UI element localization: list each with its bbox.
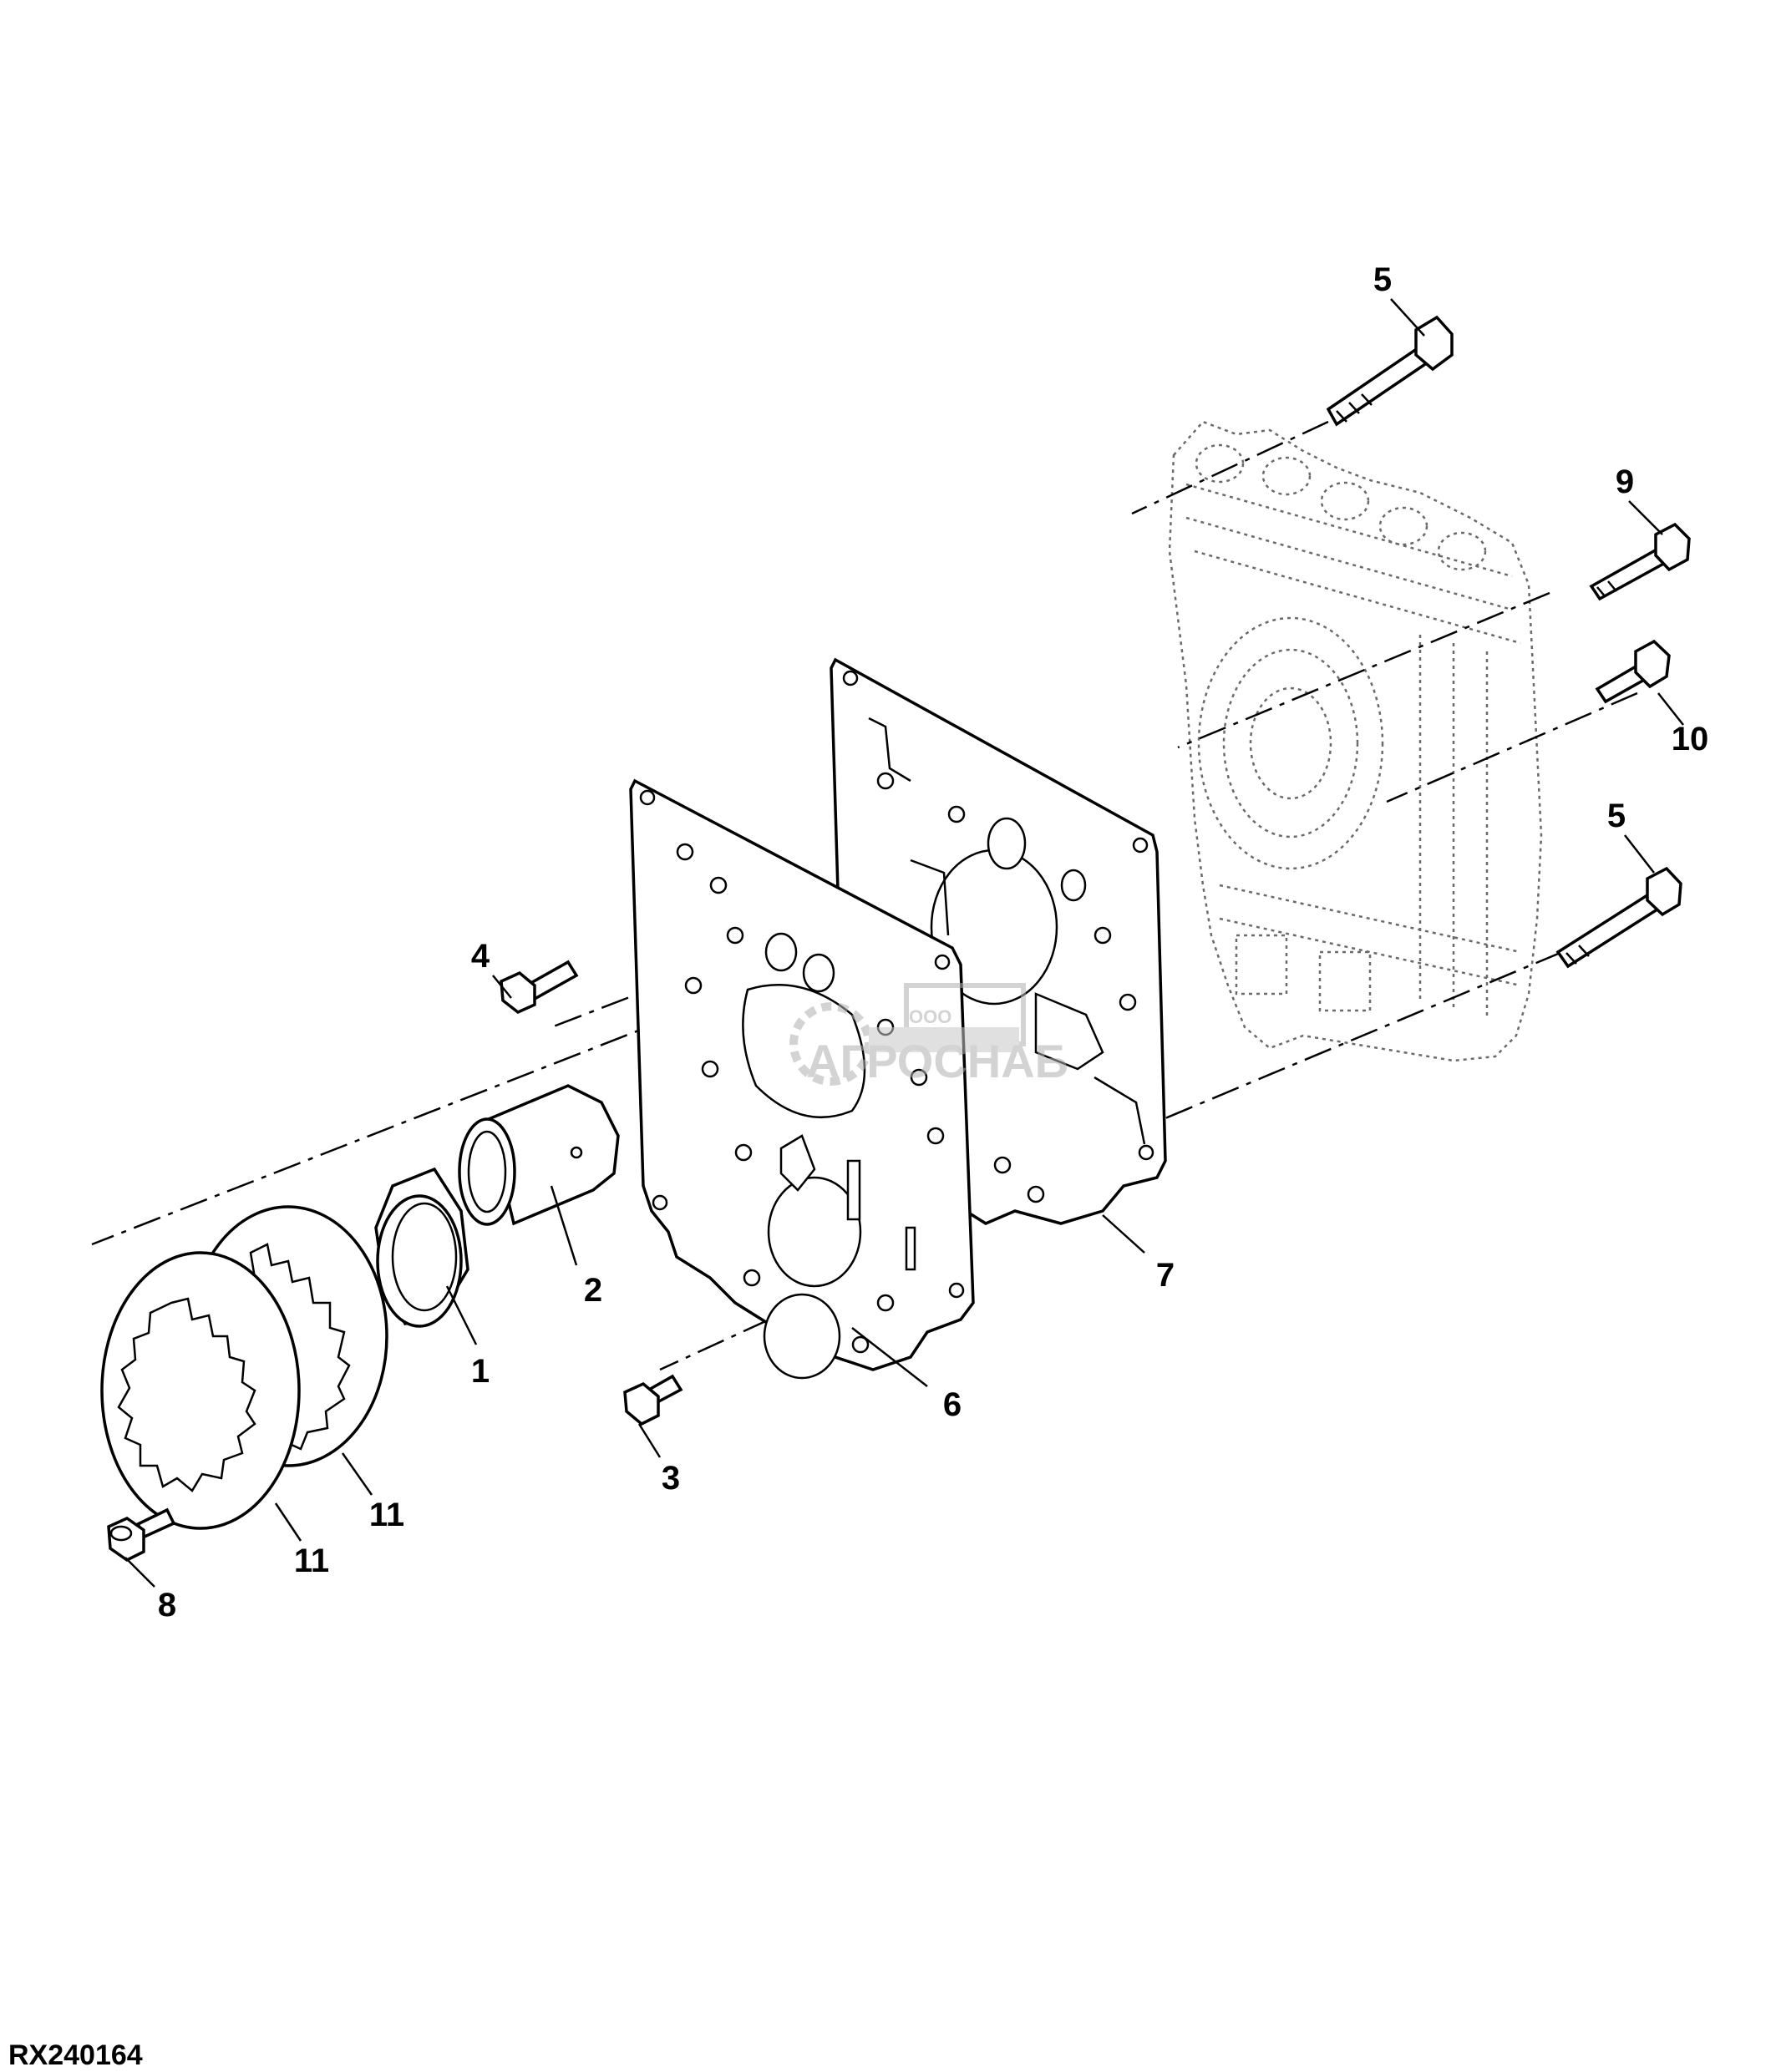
bolt-3: [623, 1374, 683, 1426]
bolt-10: [1595, 639, 1671, 704]
bolt-8: [1589, 522, 1691, 601]
callout-1: 1: [471, 1353, 490, 1390]
bolt-4: [500, 960, 579, 1015]
bolt-5-upper: [1326, 315, 1454, 427]
watermark-text: АГРОСНАБ: [806, 1035, 1068, 1087]
callout-9: 8: [158, 1587, 176, 1624]
bolt-9: [107, 1507, 176, 1563]
seal-ring-part-1: [374, 1167, 469, 1328]
callout-10: 10: [1672, 721, 1709, 757]
callout-3: 3: [662, 1460, 680, 1497]
bushing-part-2: [458, 1084, 620, 1226]
callout-5-upper: 5: [1373, 261, 1392, 298]
valve-housing-ghost: [1168, 420, 1543, 1062]
watermark-prefix: ООО: [909, 1006, 951, 1027]
callout-labels: 5 9 10 5 4 2 7 1 6 3 11 11 8: [158, 261, 1708, 1624]
callout-7: 7: [1156, 1257, 1175, 1294]
callout-8: 9: [1616, 464, 1634, 500]
watermark-logo: ООО АГРОСНАБ: [789, 983, 1068, 1087]
callout-6: 6: [943, 1386, 962, 1423]
figure-id: RX240164: [8, 2039, 143, 2071]
friction-disc-front: [100, 1251, 301, 1530]
callout-5-lower: 5: [1607, 798, 1626, 834]
callout-11-front: 11: [294, 1543, 329, 1579]
callout-2: 2: [584, 1272, 602, 1309]
bolt-5-lower: [1555, 866, 1682, 969]
callout-4: 4: [471, 938, 490, 975]
callout-11-rear: 11: [369, 1497, 404, 1533]
leader-lines: [124, 298, 1684, 1588]
